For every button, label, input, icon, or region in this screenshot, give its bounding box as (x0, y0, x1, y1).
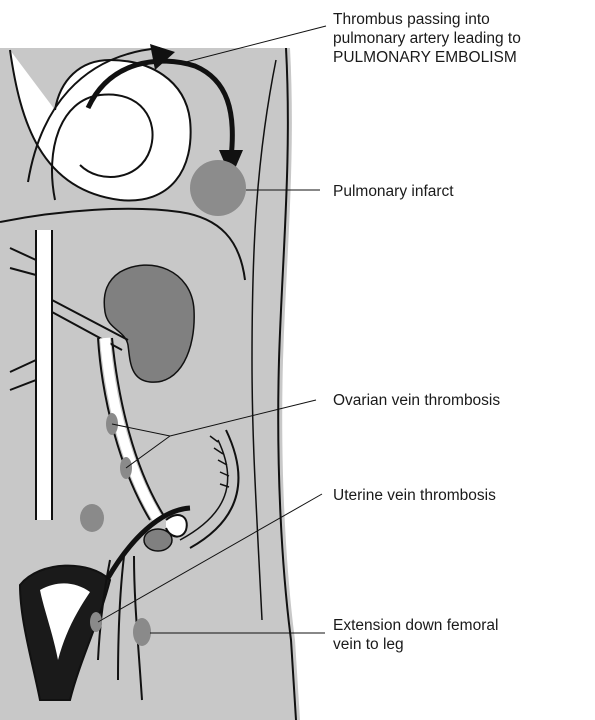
label-uterine: Uterine vein thrombosis (333, 487, 496, 504)
label-femoral: Extension down femoral vein to leg (333, 617, 503, 653)
pulmonary-infarct (190, 160, 246, 216)
central-vein-lumen (37, 230, 51, 520)
ovary-clot (144, 529, 172, 551)
label-ovarian: Ovarian vein thrombosis (333, 392, 500, 409)
uterine-vein-clot (90, 612, 102, 632)
label-embolism: Thrombus passing into pulmonary artery l… (333, 11, 525, 66)
label-infarct: Pulmonary infarct (333, 183, 454, 200)
pelvic-clot (80, 504, 104, 532)
femoral-clot (133, 618, 151, 646)
